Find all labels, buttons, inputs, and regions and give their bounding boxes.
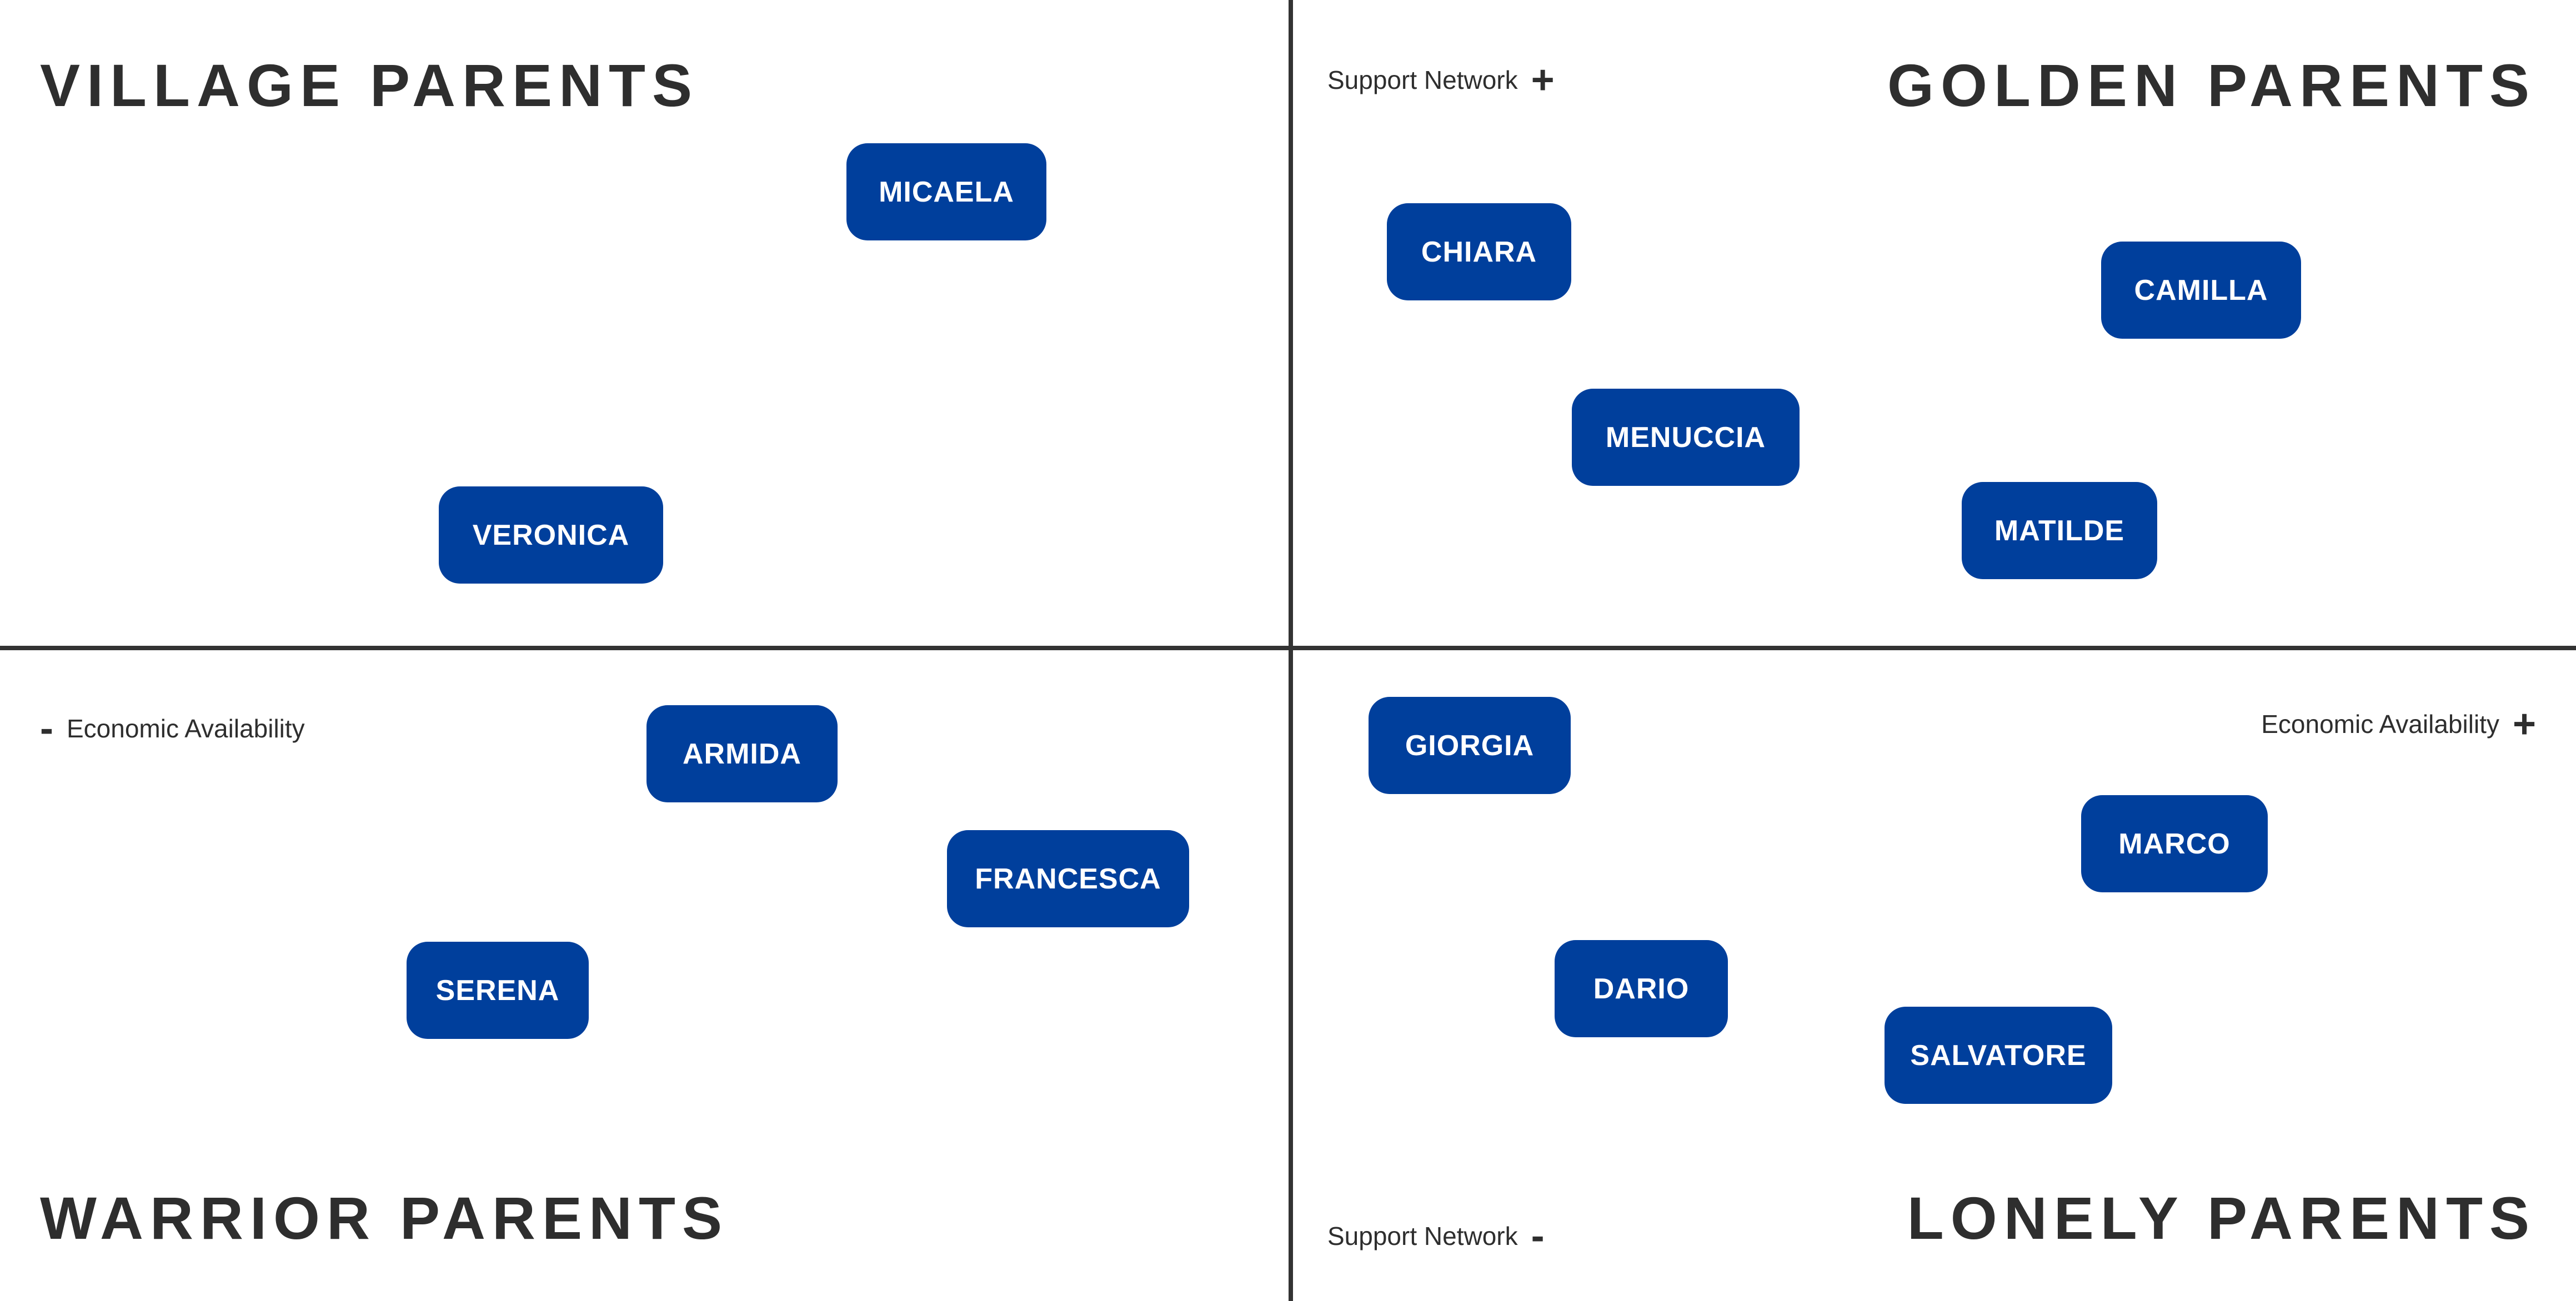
quadrant-title-village-parents: VILLAGE PARENTS — [40, 52, 699, 119]
minus-sign: - — [40, 706, 53, 751]
person-tag-giorgia: GIORGIA — [1369, 697, 1571, 794]
person-tag-menuccia: MENUCCIA — [1572, 389, 1800, 486]
person-tag-matilde: MATILDE — [1962, 482, 2157, 579]
axis-label-support-network-minus: Support Network - — [1327, 1216, 1545, 1256]
vertical-axis — [1289, 0, 1293, 1301]
quadrant-title-golden-parents: GOLDEN PARENTS — [1887, 52, 2536, 119]
plus-sign: + — [1531, 58, 1555, 102]
quadrant-title-warrior-parents: WARRIOR PARENTS — [40, 1184, 729, 1252]
quadrant-title-lonely-parents: LONELY PARENTS — [1907, 1184, 2536, 1252]
person-tag-francesca: FRANCESCA — [947, 830, 1189, 927]
person-tag-chiara: CHIARA — [1387, 203, 1571, 300]
axis-label-support-network-plus: Support Network + — [1327, 60, 1555, 100]
person-tag-salvatore: SALVATORE — [1885, 1007, 2112, 1104]
person-tag-veronica: VERONICA — [439, 486, 663, 584]
person-tag-dario: DARIO — [1555, 940, 1728, 1037]
axis-label-text: Support Network — [1327, 1222, 1518, 1250]
axis-label-text: Economic Availability — [66, 714, 305, 743]
axis-label-economic-availability-plus: Economic Availability + — [2261, 704, 2536, 744]
horizontal-axis — [0, 646, 2576, 650]
axis-label-economic-availability-minus: - Economic Availability — [40, 709, 305, 749]
axis-label-text: Support Network — [1327, 66, 1518, 94]
person-tag-serena: SERENA — [407, 942, 589, 1039]
person-tag-camilla: CAMILLA — [2101, 242, 2301, 339]
plus-sign: + — [2512, 702, 2536, 746]
minus-sign: - — [1531, 1214, 1545, 1258]
axis-label-text: Economic Availability — [2261, 710, 2499, 739]
person-tag-micaela: MICAELA — [846, 143, 1046, 240]
person-tag-armida: ARMIDA — [646, 705, 838, 802]
person-tag-marco: MARCO — [2081, 795, 2268, 892]
